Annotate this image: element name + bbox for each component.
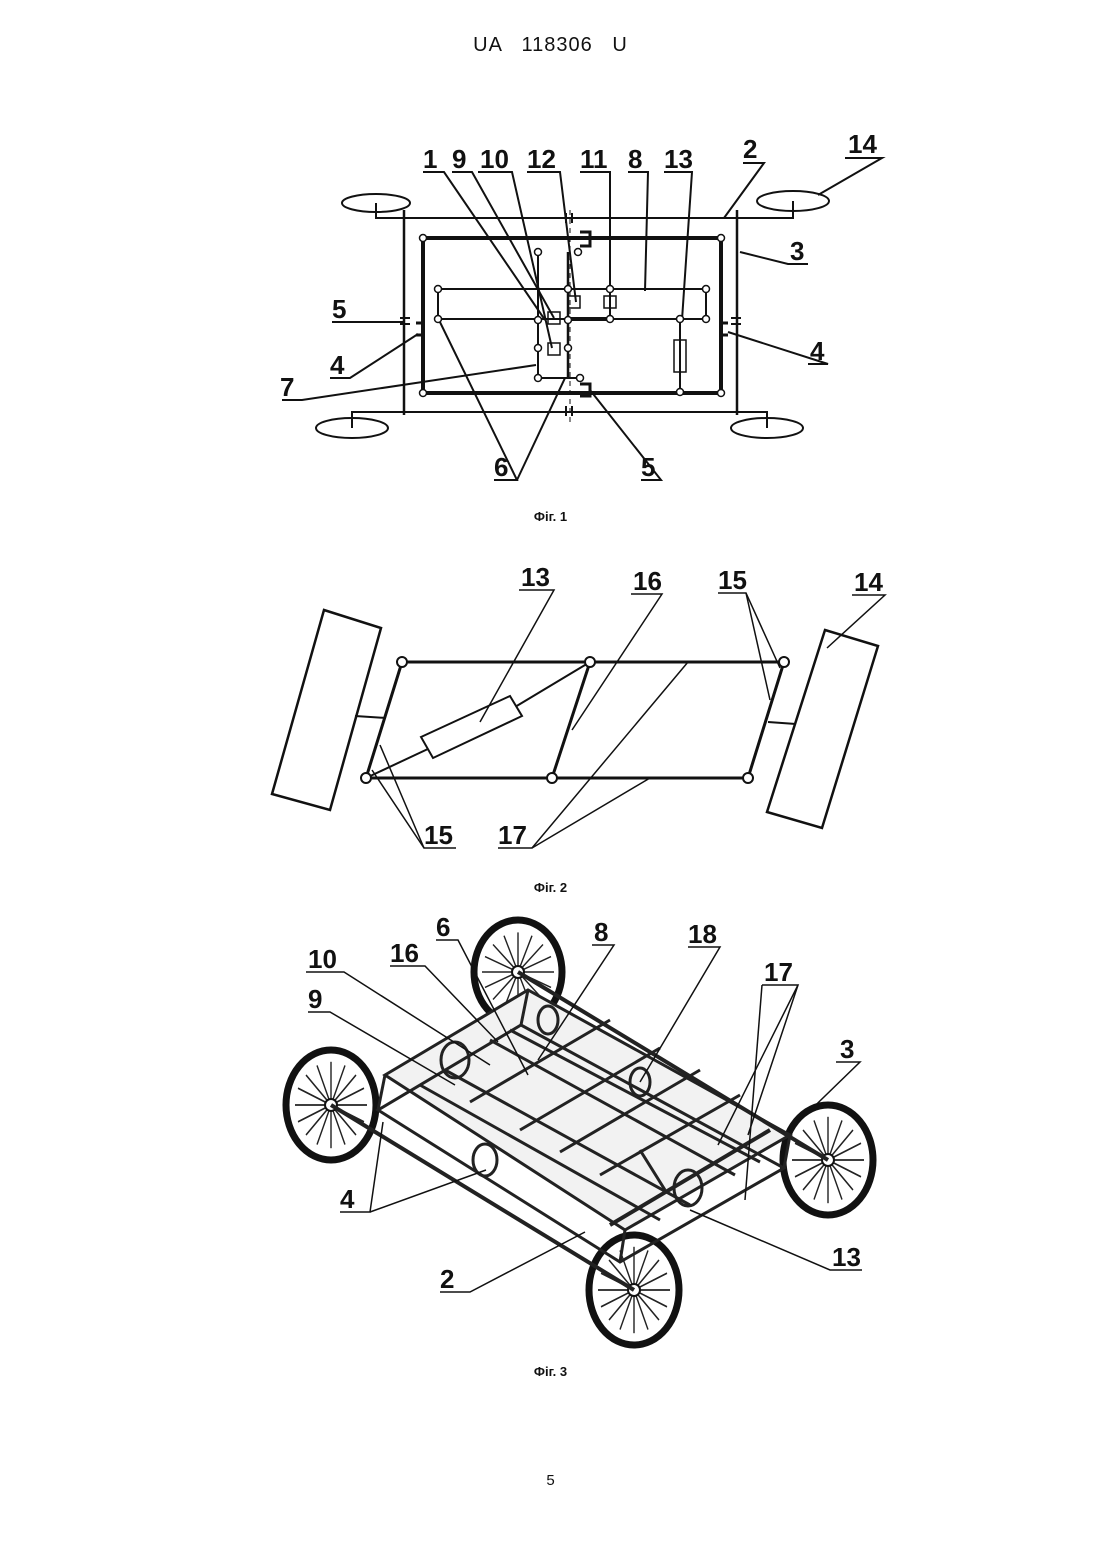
label-2: 2 — [440, 1264, 454, 1294]
page-number: 5 — [0, 1472, 1101, 1489]
figure-2-diagram: 13 16 15 14 15 17 — [0, 560, 1101, 870]
label-17: 17 — [498, 820, 527, 850]
label-15-top: 15 — [718, 565, 747, 595]
label-2: 2 — [743, 134, 757, 164]
label-10: 10 — [308, 944, 337, 974]
label-7: 7 — [280, 372, 294, 402]
label-8: 8 — [628, 144, 642, 174]
label-6: 6 — [436, 912, 450, 942]
label-14: 14 — [848, 129, 877, 159]
label-17: 17 — [764, 957, 793, 987]
label-4-right: 4 — [810, 336, 825, 366]
label-9: 9 — [308, 984, 322, 1014]
label-1: 1 — [423, 144, 437, 174]
label-13: 13 — [664, 144, 693, 174]
label-6: 6 — [494, 452, 508, 482]
figure-2-caption: Фіг. 2 — [0, 880, 1101, 895]
label-3: 3 — [840, 1034, 854, 1064]
label-12: 12 — [527, 144, 556, 174]
label-13: 13 — [521, 562, 550, 592]
figure-3-caption: Фіг. 3 — [0, 1364, 1101, 1379]
label-8: 8 — [594, 917, 608, 947]
label-16: 16 — [633, 566, 662, 596]
label-4: 4 — [340, 1184, 355, 1214]
label-10: 10 — [480, 144, 509, 174]
label-9: 9 — [452, 144, 466, 174]
label-15-bottom: 15 — [424, 820, 453, 850]
document-header: UA 118306 U — [0, 34, 1101, 57]
label-13: 13 — [832, 1242, 861, 1272]
label-5-bottom: 5 — [641, 452, 655, 482]
figure-1-diagram: 1 9 10 12 11 8 13 2 14 3 5 4 7 4 6 5 — [0, 120, 1101, 510]
label-4-left: 4 — [330, 350, 345, 380]
figure-1-caption: Фіг. 1 — [0, 509, 1101, 524]
figure-3-diagram: 10 6 8 18 16 17 9 3 4 13 2 — [0, 910, 1101, 1355]
label-16: 16 — [390, 938, 419, 968]
label-5: 5 — [332, 294, 346, 324]
label-3: 3 — [790, 236, 804, 266]
label-11: 11 — [580, 144, 608, 174]
label-14: 14 — [854, 567, 883, 597]
label-18: 18 — [688, 919, 717, 949]
